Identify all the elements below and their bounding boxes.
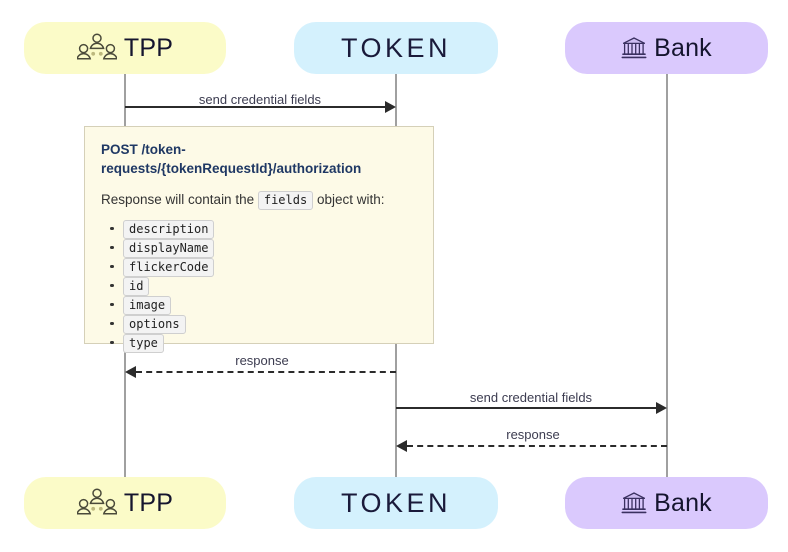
- message-arrowhead-1: [385, 101, 396, 113]
- message-label-send-credential-fields-2: send credential fields: [469, 390, 593, 405]
- note-box: POST /token-requests/{tokenRequestId}/au…: [84, 126, 434, 353]
- note-field-item: id: [110, 276, 417, 296]
- message-line-4: [407, 445, 667, 447]
- participant-tpp-bottom[interactable]: TPP: [24, 477, 226, 529]
- bank-building-icon: [621, 35, 647, 61]
- note-title-path: /token-requests/{tokenRequestId}/authori…: [101, 142, 362, 176]
- lifeline-bank: [666, 73, 668, 478]
- participant-label-bank-bottom: Bank: [654, 488, 712, 517]
- bank-building-icon: [621, 490, 647, 516]
- note-title-method: POST: [101, 142, 138, 157]
- note-field-flickercode: flickerCode: [123, 257, 215, 277]
- note-field-image: image: [123, 295, 172, 315]
- message-line-2: [136, 371, 396, 373]
- message-label-response-2: response: [506, 427, 560, 442]
- note-body-line: Response will contain the fields object …: [101, 190, 417, 211]
- note-field-type: type: [123, 333, 164, 353]
- note-field-item: description: [110, 219, 417, 239]
- participant-tpp-top[interactable]: TPP: [24, 22, 226, 74]
- note-title: POST /token-requests/{tokenRequestId}/au…: [101, 141, 376, 178]
- participant-label-bank-top: Bank: [654, 33, 712, 62]
- message-arrowhead-3: [656, 402, 667, 414]
- message-arrowhead-4: [396, 440, 407, 452]
- note-body-suffix: object with:: [316, 192, 385, 208]
- participant-label-token-top: TOKEN: [340, 32, 452, 63]
- note-field-item: displayName: [110, 238, 417, 258]
- people-group-icon: [76, 32, 117, 64]
- participant-label-token-bottom: TOKEN: [340, 487, 452, 518]
- note-field-item: flickerCode: [110, 257, 417, 277]
- message-label-send-credential-fields-1: send credential fields: [198, 92, 322, 107]
- note-field-options: options: [123, 314, 186, 334]
- participant-label-tpp-bottom: TPP: [123, 488, 174, 517]
- note-field-item: type: [110, 333, 417, 353]
- participant-bank-bottom[interactable]: Bank: [565, 477, 768, 529]
- participant-token-top[interactable]: TOKEN: [294, 22, 498, 74]
- participant-label-tpp-top: TPP: [123, 33, 174, 62]
- note-field-description: description: [123, 219, 215, 239]
- people-group-icon: [76, 487, 117, 519]
- note-body-code-fields: fields: [257, 191, 314, 211]
- message-line-3: [396, 407, 660, 409]
- note-body-prefix: Response will contain the: [101, 192, 255, 208]
- participant-bank-top[interactable]: Bank: [565, 22, 768, 74]
- note-field-list: description displayName flickerCode id i…: [101, 219, 417, 353]
- note-field-item: image: [110, 295, 417, 315]
- message-label-response-1: response: [235, 353, 289, 368]
- note-field-id: id: [123, 276, 150, 296]
- participant-token-bottom[interactable]: TOKEN: [294, 477, 498, 529]
- note-field-item: options: [110, 314, 417, 334]
- message-line-1: [125, 106, 389, 108]
- note-field-displayname: displayName: [123, 238, 215, 258]
- message-arrowhead-2: [125, 366, 136, 378]
